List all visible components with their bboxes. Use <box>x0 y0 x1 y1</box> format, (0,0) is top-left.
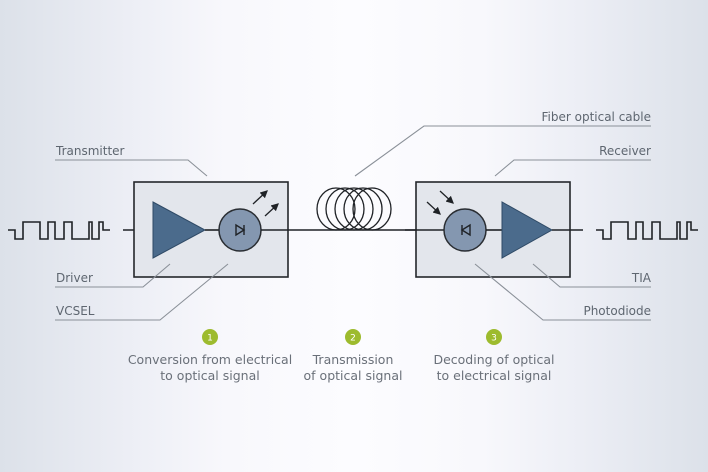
incident-light-arrow-icon <box>426 201 441 215</box>
driver-leader-line <box>55 263 171 288</box>
step-caption-line1: Decoding of optical <box>433 352 554 367</box>
step-caption-line2: of optical signal <box>304 368 403 383</box>
vcsel-leader-line <box>55 263 229 321</box>
photodiode-leader-line <box>474 263 651 321</box>
fiber-coil-icon <box>316 187 392 231</box>
emission-arrow-icon <box>264 203 279 217</box>
step-caption-line1: Conversion from electrical <box>128 352 292 367</box>
photodiode-icon <box>443 208 487 252</box>
step-badge <box>486 329 502 345</box>
step-number: 2 <box>350 334 356 344</box>
input-signal-waveform <box>8 221 110 240</box>
transmitter-leader-line <box>55 159 208 177</box>
receiver-leader-line <box>494 159 651 177</box>
step-caption-line1: Transmission <box>312 352 394 367</box>
fiber-label: Fiber optical cable <box>542 110 652 124</box>
step-number: 1 <box>207 334 213 344</box>
emission-arrow-icon <box>252 190 268 205</box>
output-signal-waveform <box>596 221 698 240</box>
driver-amplifier-icon <box>152 201 207 259</box>
vcsel-label: VCSEL <box>56 304 95 318</box>
step-2: 2 Transmission of optical signal <box>304 329 403 383</box>
step-caption-line2: to electrical signal <box>437 368 552 383</box>
driver-label: Driver <box>56 271 93 285</box>
receiver-label: Receiver <box>599 144 651 158</box>
vcsel-icon <box>218 208 262 252</box>
photodiode-label: Photodiode <box>583 304 651 318</box>
step-3: 3 Decoding of optical to electrical sign… <box>433 329 555 383</box>
tia-leader-line <box>532 263 651 288</box>
step-badge <box>202 329 218 345</box>
transmitter-label: Transmitter <box>55 144 125 158</box>
fiber-leader-line <box>354 125 651 177</box>
incident-light-arrow-icon <box>439 190 454 204</box>
photodiode-symbol-icon <box>460 223 471 237</box>
tia-amplifier-icon <box>501 201 554 259</box>
step-number: 3 <box>491 334 497 344</box>
diode-symbol-icon <box>235 223 246 237</box>
step-badge <box>345 329 361 345</box>
step-1: 1 Conversion from electrical to optical … <box>128 329 292 383</box>
step-caption-line2: to optical signal <box>160 368 259 383</box>
tia-label: TIA <box>631 271 652 285</box>
